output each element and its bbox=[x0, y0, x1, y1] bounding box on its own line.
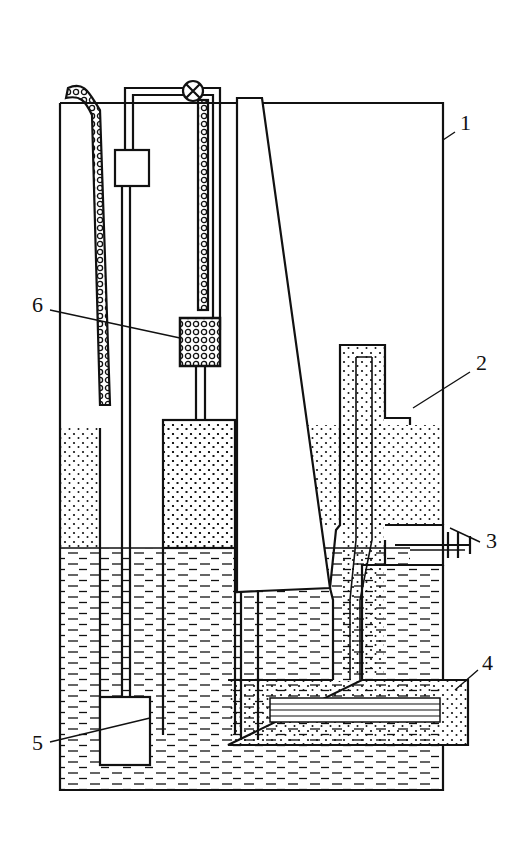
callout-number: 1 bbox=[458, 112, 473, 134]
callout-number: 3 bbox=[484, 530, 499, 552]
callout-number: 2 bbox=[474, 352, 489, 374]
callout-number: 6 bbox=[30, 294, 45, 316]
callout-number: 4 bbox=[480, 652, 495, 674]
callout-number: 5 bbox=[30, 732, 45, 754]
drawing-lines bbox=[50, 81, 480, 790]
